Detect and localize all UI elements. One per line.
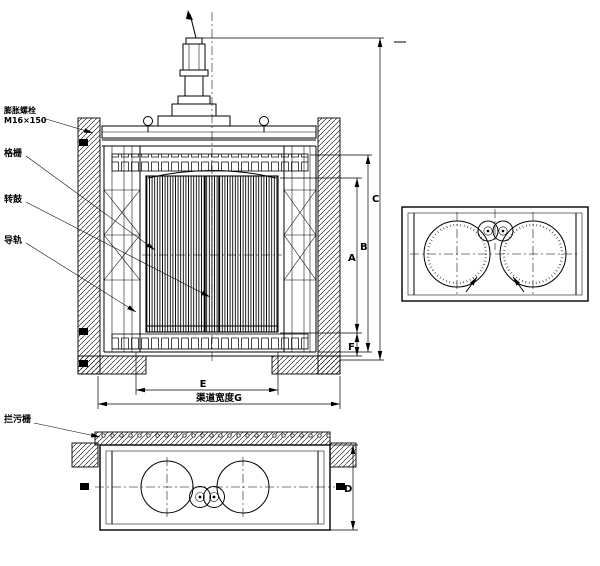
callout-drum: 转鼓 [4,193,23,205]
side-view-outer-frame [401,206,589,302]
cross-brace-left [103,189,141,281]
dimension-label-e: E [200,379,207,390]
callout-labels: 膨胀螺栓 M16×150 格栅 转鼓 导轨 拦污栅 [3,105,211,438]
trash-rack-strip [94,431,331,446]
callout-grille: 格栅 [4,147,22,159]
leader-grille [25,155,156,251]
front-elevation-view: A F B C E 渠道宽度G [77,10,406,409]
dimension-label-b: B [360,242,368,253]
rotation-arrow-right [512,276,525,293]
rotation-arrow-left [465,276,478,293]
dimension-label-d: D [344,484,352,495]
illegible-dimension-mark [336,483,345,490]
gear-pair [477,220,514,242]
dimension-lines-right: A F B C [202,37,406,361]
floor-slab-right [271,355,341,375]
leader-drum [25,201,211,298]
left-wall [77,117,101,375]
beam-bolt-left [143,116,153,126]
callout-guide-rail: 导轨 [4,234,22,246]
illegible-dimension-mark [79,139,88,146]
leader-guide-rail [25,242,137,313]
drum-left-section [423,220,491,288]
leader-trash-rack [33,422,101,438]
chain-band-bottom [111,333,309,350]
plan-wall-right [329,442,357,468]
plan-wall-left [71,442,99,468]
machine-frame [103,146,317,353]
drum-top-arc [147,170,277,179]
cross-brace-right [283,189,317,281]
dimension-label-f: F [348,342,355,353]
leader-expansion-bolt [45,118,94,134]
dimension-lines-bottom: E 渠道宽度G [97,352,341,409]
drum-right-section [499,220,567,288]
callout-expansion-bolt-line1: 膨胀螺栓 [3,105,36,115]
callout-trash-rack: 拦污栅 [4,413,31,425]
illegible-dimension-mark [79,328,88,335]
dimension-label-a: A [348,253,356,264]
top-support-beam [101,116,317,147]
side-view [401,206,589,302]
lifting-rod [186,10,197,39]
plan-gear-pair [189,486,225,508]
dimension-d: D [330,444,358,531]
grille-screen [142,170,282,333]
chain-band-top [111,153,309,172]
floor-slab-left [77,355,147,375]
beam-bolt-right [259,116,269,126]
dimension-label-c: C [372,194,379,205]
right-wall [317,117,341,375]
plan-outer-frame [99,444,331,531]
illegible-dimension-mark [79,360,88,367]
dimension-label-channel-width: 渠道宽度G [195,392,242,404]
drive-motor [157,37,231,127]
plan-view: D [71,431,358,531]
channel-walls [77,117,341,375]
illegible-dimension-mark [80,483,89,490]
callout-expansion-bolt-line2: M16×150 [4,116,47,125]
